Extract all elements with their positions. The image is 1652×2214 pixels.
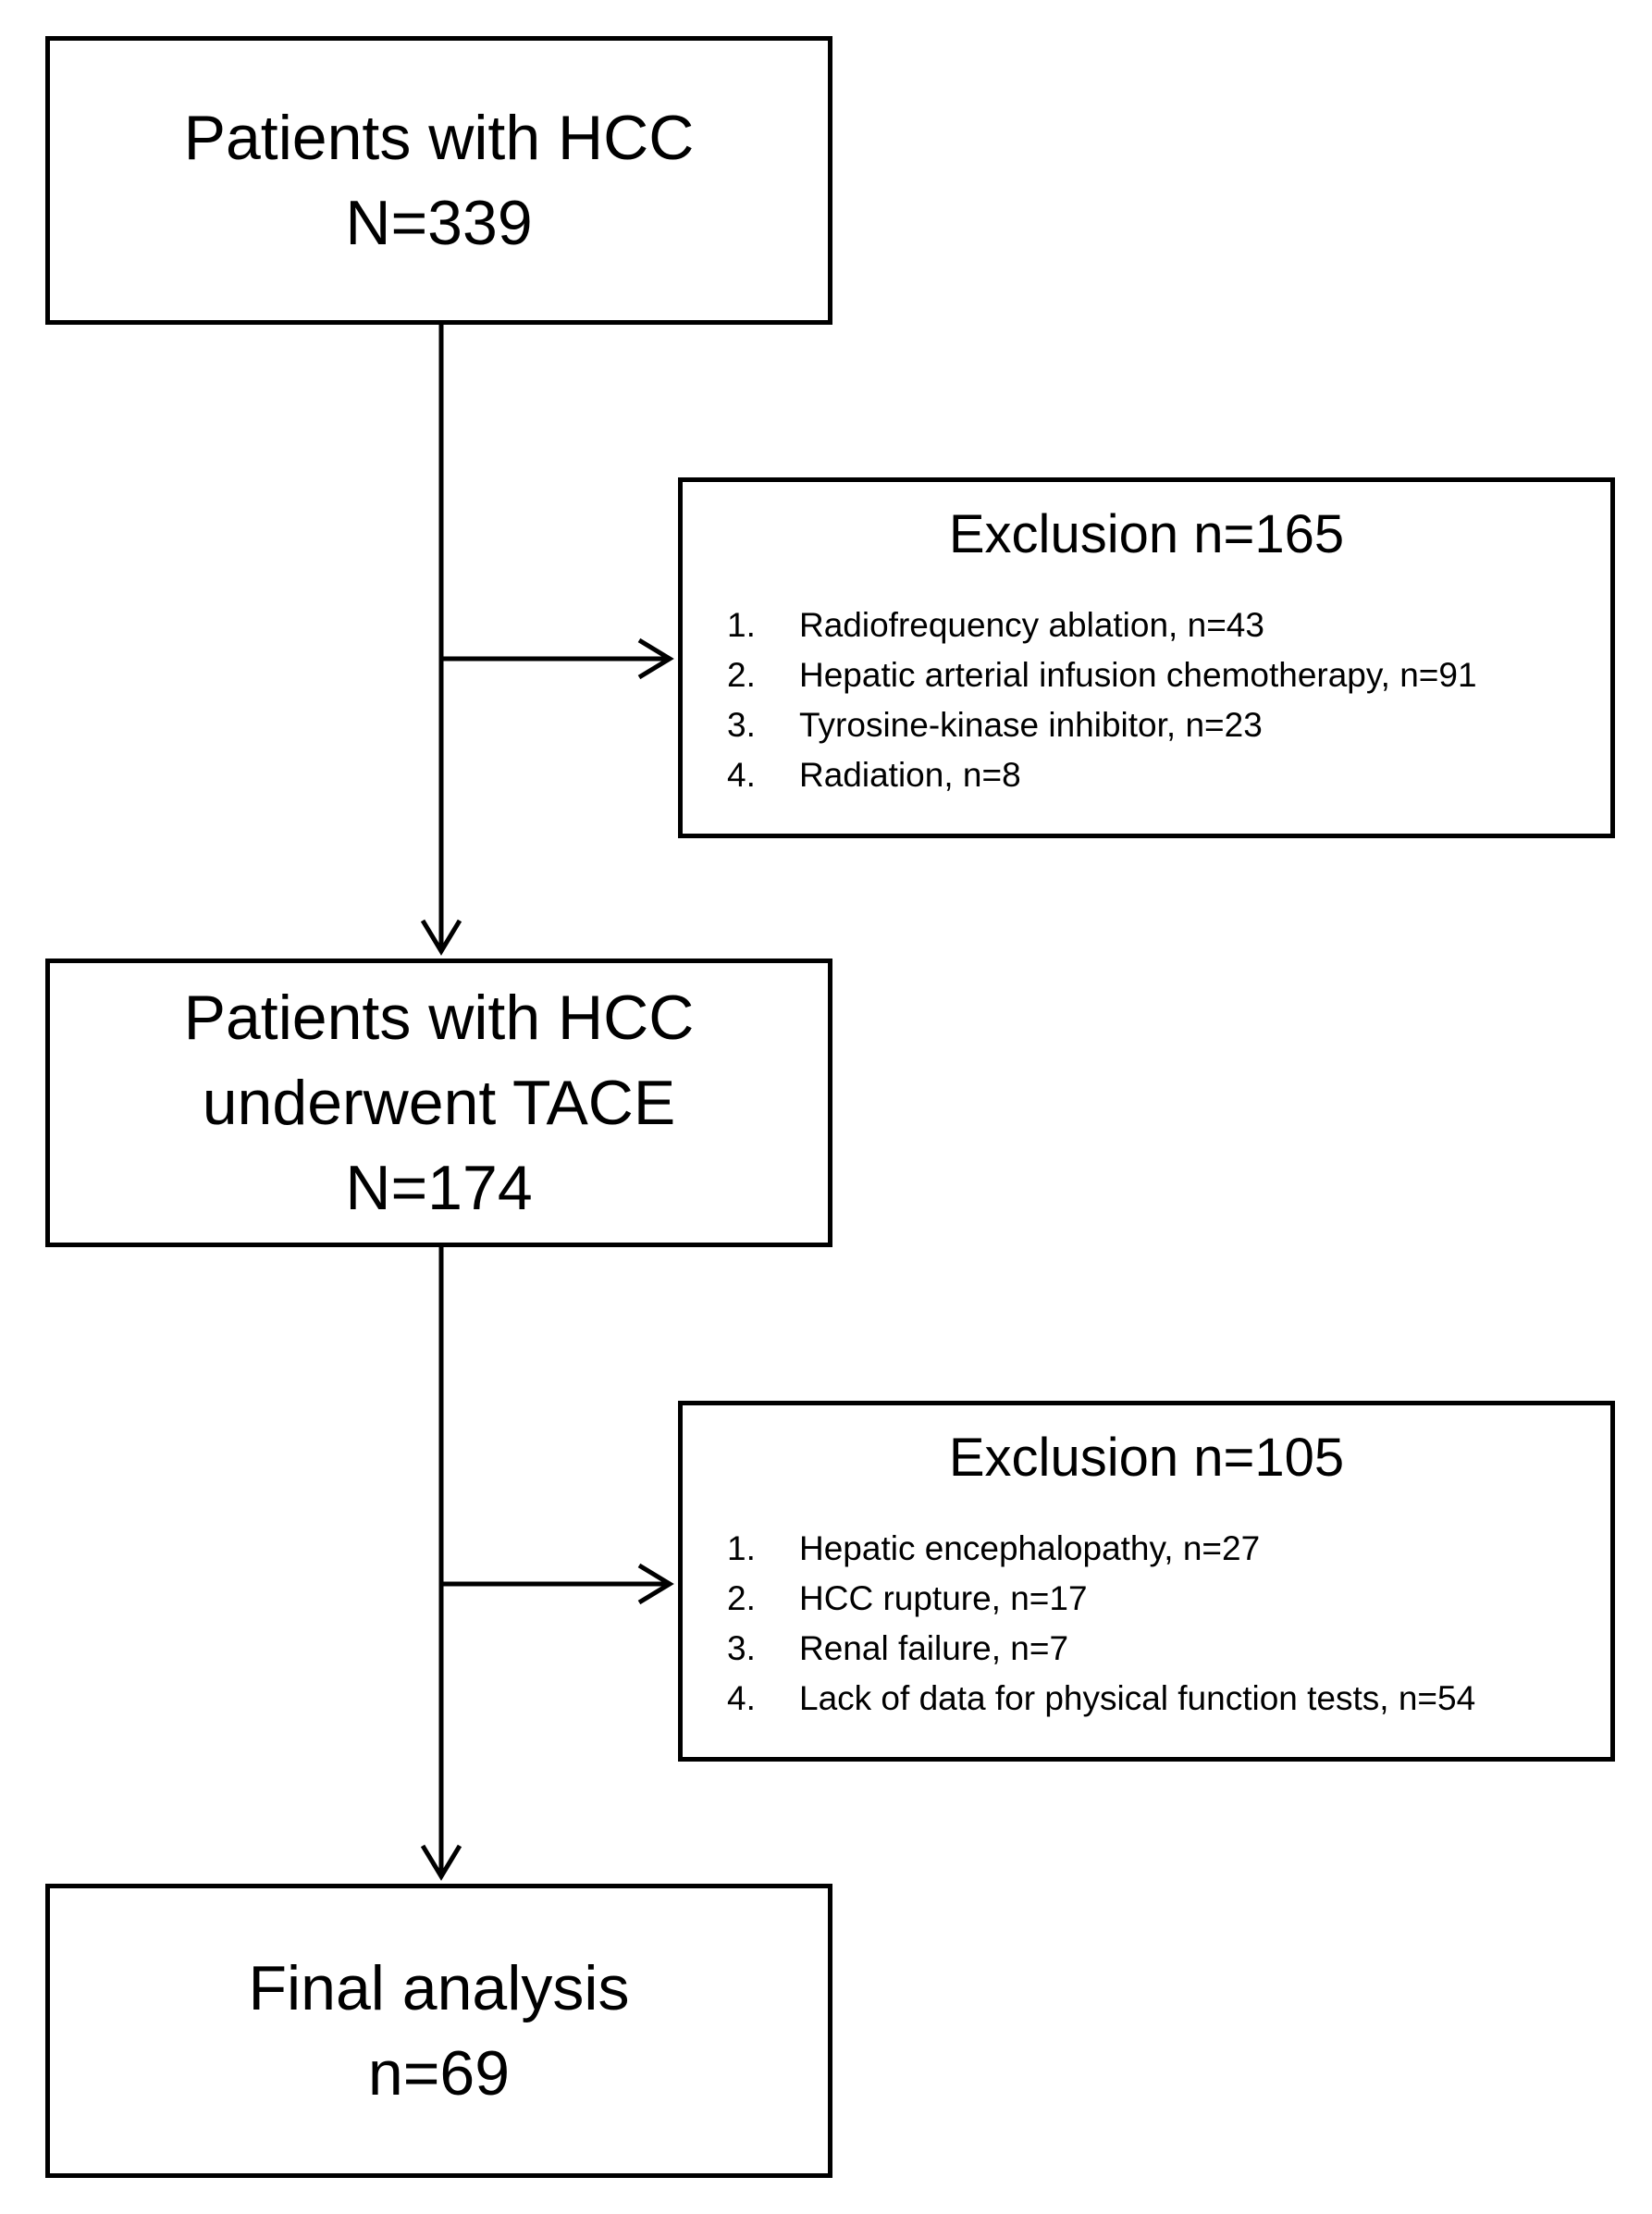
final-analysis-count: n=69 [367,2038,511,2109]
list-item-number: 3. [727,1629,756,1667]
list-item-text: Lack of data for physical function tests… [799,1679,1476,1717]
list-item-number: 2. [727,1579,756,1617]
all-patients-box: Patients with HCC N=339 [45,36,832,325]
final-analysis-label: Final analysis [248,1953,630,2023]
all-patients-count: N=339 [345,188,533,258]
list-item: 4. Radiation, n=8 [727,750,1477,800]
list-item: 1. Hepatic encephalopathy, n=27 [727,1524,1475,1574]
arrowhead-to-exclusion-2 [637,1563,674,1605]
list-item-text: Radiation, n=8 [799,756,1021,794]
tace-patients-label-2: underwent TACE [202,1068,676,1138]
exclusion-1-title: Exclusion n=165 [948,504,1345,564]
list-item: 1. Radiofrequency ablation, n=43 [727,600,1477,650]
final-analysis-box: Final analysis n=69 [45,1884,832,2178]
list-item-text: Hepatic arterial infusion chemotherapy, … [799,656,1477,694]
list-item-text: Renal failure, n=7 [799,1629,1069,1667]
list-item: 4. Lack of data for physical function tes… [727,1674,1475,1724]
list-item: 2. Hepatic arterial infusion chemotherapy… [727,650,1477,700]
tace-patients-label-1: Patients with HCC [183,983,695,1053]
list-item-number: 1. [727,606,756,644]
list-item-text: Radiofrequency ablation, n=43 [799,606,1264,644]
arrowhead-to-exclusion-1 [637,637,674,680]
exclusion-2-list: 1. Hepatic encephalopathy, n=27 2. HCC rup… [727,1524,1475,1724]
list-item-number: 1. [727,1529,756,1567]
list-item: 3. Renal failure, n=7 [727,1624,1475,1674]
list-item-number: 2. [727,656,756,694]
tace-patients-count: N=174 [345,1153,533,1223]
list-item-text: Hepatic encephalopathy, n=27 [799,1529,1261,1567]
list-item-number: 4. [727,756,756,794]
exclusion-1-list: 1. Radiofrequency ablation, n=43 2. Hepati… [727,600,1477,800]
list-item-text: HCC rupture, n=17 [799,1579,1088,1617]
exclusion-box-1: Exclusion n=165 1. Radiofrequency ablatio… [678,477,1615,838]
all-patients-label: Patients with HCC [183,103,695,173]
exclusion-2-title: Exclusion n=105 [948,1428,1345,1488]
list-item-number: 4. [727,1679,756,1717]
list-item-number: 3. [727,706,756,744]
arrowhead-to-tace-box [420,919,462,956]
list-item-text: Tyrosine-kinase inhibitor, n=23 [799,706,1263,744]
list-item: 2. HCC rupture, n=17 [727,1574,1475,1624]
tace-patients-box: Patients with HCC underwent TACE N=174 [45,959,832,1247]
list-item: 3. Tyrosine-kinase inhibitor, n=23 [727,700,1477,750]
arrowhead-to-final-box [420,1844,462,1881]
exclusion-box-2: Exclusion n=105 1. Hepatic encephalopathy… [678,1401,1615,1762]
